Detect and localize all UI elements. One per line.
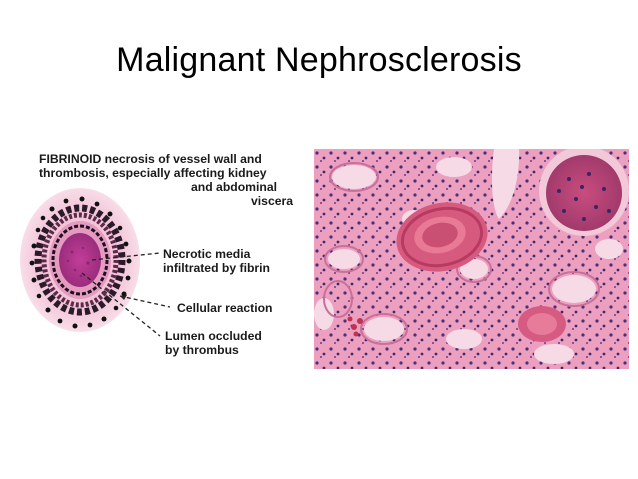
slide-title: Malignant Nephrosclerosis [116,41,522,79]
label-necrotic-media-detail: infiltrated by fibrin [163,261,270,275]
diagram-caption-line-4: viscera [251,194,294,208]
diagram-caption-line-1: FIBRINOID necrosis of vessel wall and [39,152,262,166]
label-cellular-reaction: Cellular reaction [177,301,273,315]
diagram-caption-line-3: and abdominal [191,180,277,194]
histology-micrograph [314,149,629,369]
vessel-diagram: FIBRINOID necrosis of vessel wall and th… [20,148,310,370]
diagram-caption-line-2: thrombosis, especially affecting kidney [39,166,267,180]
label-lumen-occluded: Lumen occluded [165,329,262,343]
label-necrotic-media: Necrotic media [163,247,251,261]
label-lumen-occluded-detail: by thrombus [165,343,239,357]
vessel-cross-section-illustration [20,188,171,337]
